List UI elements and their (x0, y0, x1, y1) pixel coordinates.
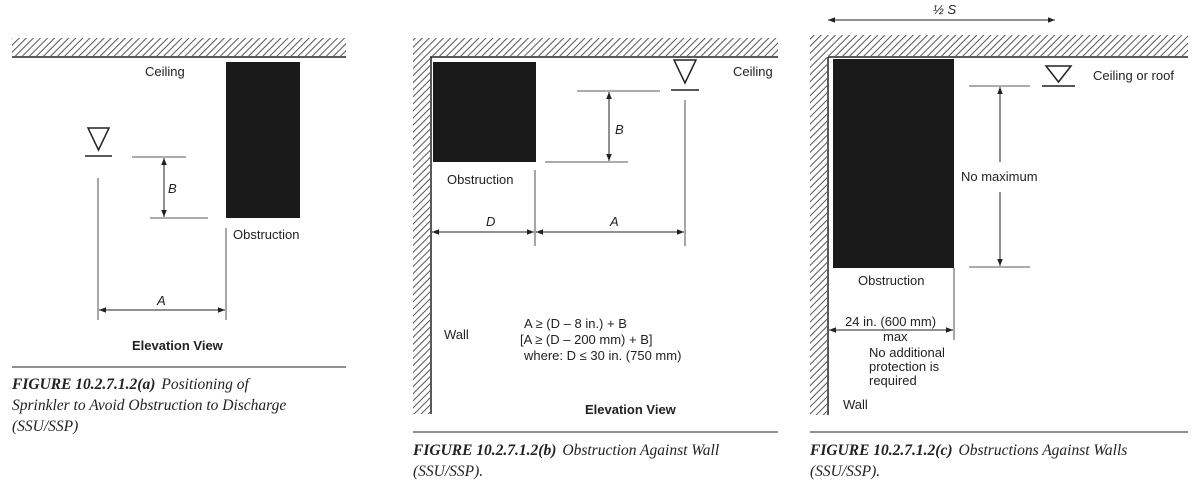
view-label-b: Elevation View (585, 402, 677, 417)
obstruction-label-a: Obstruction (233, 227, 299, 242)
figure-a: Ceiling Obstruction B A Elevation View F… (11, 38, 346, 435)
caption-a-line3: (SSU/SSP) (12, 418, 78, 435)
obstruction-label-c: Obstruction (858, 273, 924, 288)
sprinkler-icon (1042, 65, 1075, 87)
sprinkler-icon (85, 127, 112, 157)
caption-b-line2: (SSU/SSP). (413, 463, 483, 480)
wall-label-b: Wall (444, 327, 469, 342)
caption-a-line2: Sprinkler to Avoid Obstruction to Discha… (12, 397, 286, 414)
max-label-c: max (883, 329, 908, 344)
note-3-c: required (869, 373, 917, 388)
view-label-a: Elevation View (132, 338, 224, 353)
caption-c-line2: (SSU/SSP). (810, 463, 880, 480)
dim-a-label-a: A (156, 293, 166, 308)
ceiling-label-a: Ceiling (145, 64, 185, 79)
wall-hatch-c (810, 56, 827, 415)
dim-d-label-b: D (486, 214, 495, 229)
caption-a-id: FIGURE 10.2.7.1.2(a) (11, 376, 155, 393)
ceiling-hatch-b (413, 38, 778, 56)
caption-b-id: FIGURE 10.2.7.1.2(b) (412, 442, 556, 459)
caption-b-text1: Obstruction Against Wall (562, 442, 719, 459)
ceiling-hatch-c (810, 35, 1188, 56)
formula-1-b: A ≥ (D – 8 in.) + B (524, 316, 627, 331)
wall-hatch-b (413, 56, 430, 414)
caption-c-text1: Obstructions Against Walls (959, 442, 1128, 459)
wall-label-c: Wall (843, 397, 868, 412)
no-max-label-c: No maximum (961, 169, 1038, 184)
ceiling-label-b: Ceiling (733, 64, 773, 79)
obstruction-a (226, 62, 300, 218)
figure-b: Ceiling Obstruction B D A Wall A ≥ (D – … (412, 38, 778, 480)
dim-b-label-a: B (168, 181, 177, 196)
half-s-label-c: ½ S (933, 2, 956, 17)
figure-c: ½ S Ceiling or roof Obstruction No maxim… (809, 2, 1188, 480)
caption-a-line1: FIGURE 10.2.7.1.2(a) Positioning of (11, 376, 251, 393)
formula-2-b: [A ≥ (D – 200 mm) + B] (520, 332, 652, 347)
dim-a-label-b: A (609, 214, 619, 229)
caption-c-line1: FIGURE 10.2.7.1.2(c) Obstructions Against… (809, 442, 1127, 459)
ceiling-hatch-a (12, 38, 346, 56)
sprinkler-icon (671, 59, 699, 91)
formula-3-b: where: D ≤ 30 in. (750 mm) (523, 348, 681, 363)
ceiling-label-c: Ceiling or roof (1093, 68, 1174, 83)
obstruction-c (833, 59, 954, 268)
caption-b-line1: FIGURE 10.2.7.1.2(b) Obstruction Against … (412, 442, 719, 459)
obstruction-label-b: Obstruction (447, 172, 513, 187)
obstruction-b (433, 62, 536, 162)
caption-c-id: FIGURE 10.2.7.1.2(c) (809, 442, 953, 459)
caption-a-text1: Positioning of (160, 376, 251, 393)
width-label-c: 24 in. (600 mm) (845, 314, 936, 329)
dim-b-label-b: B (615, 122, 624, 137)
note-1-c: No additional (869, 345, 945, 360)
note-2-c: protection is (869, 359, 940, 374)
